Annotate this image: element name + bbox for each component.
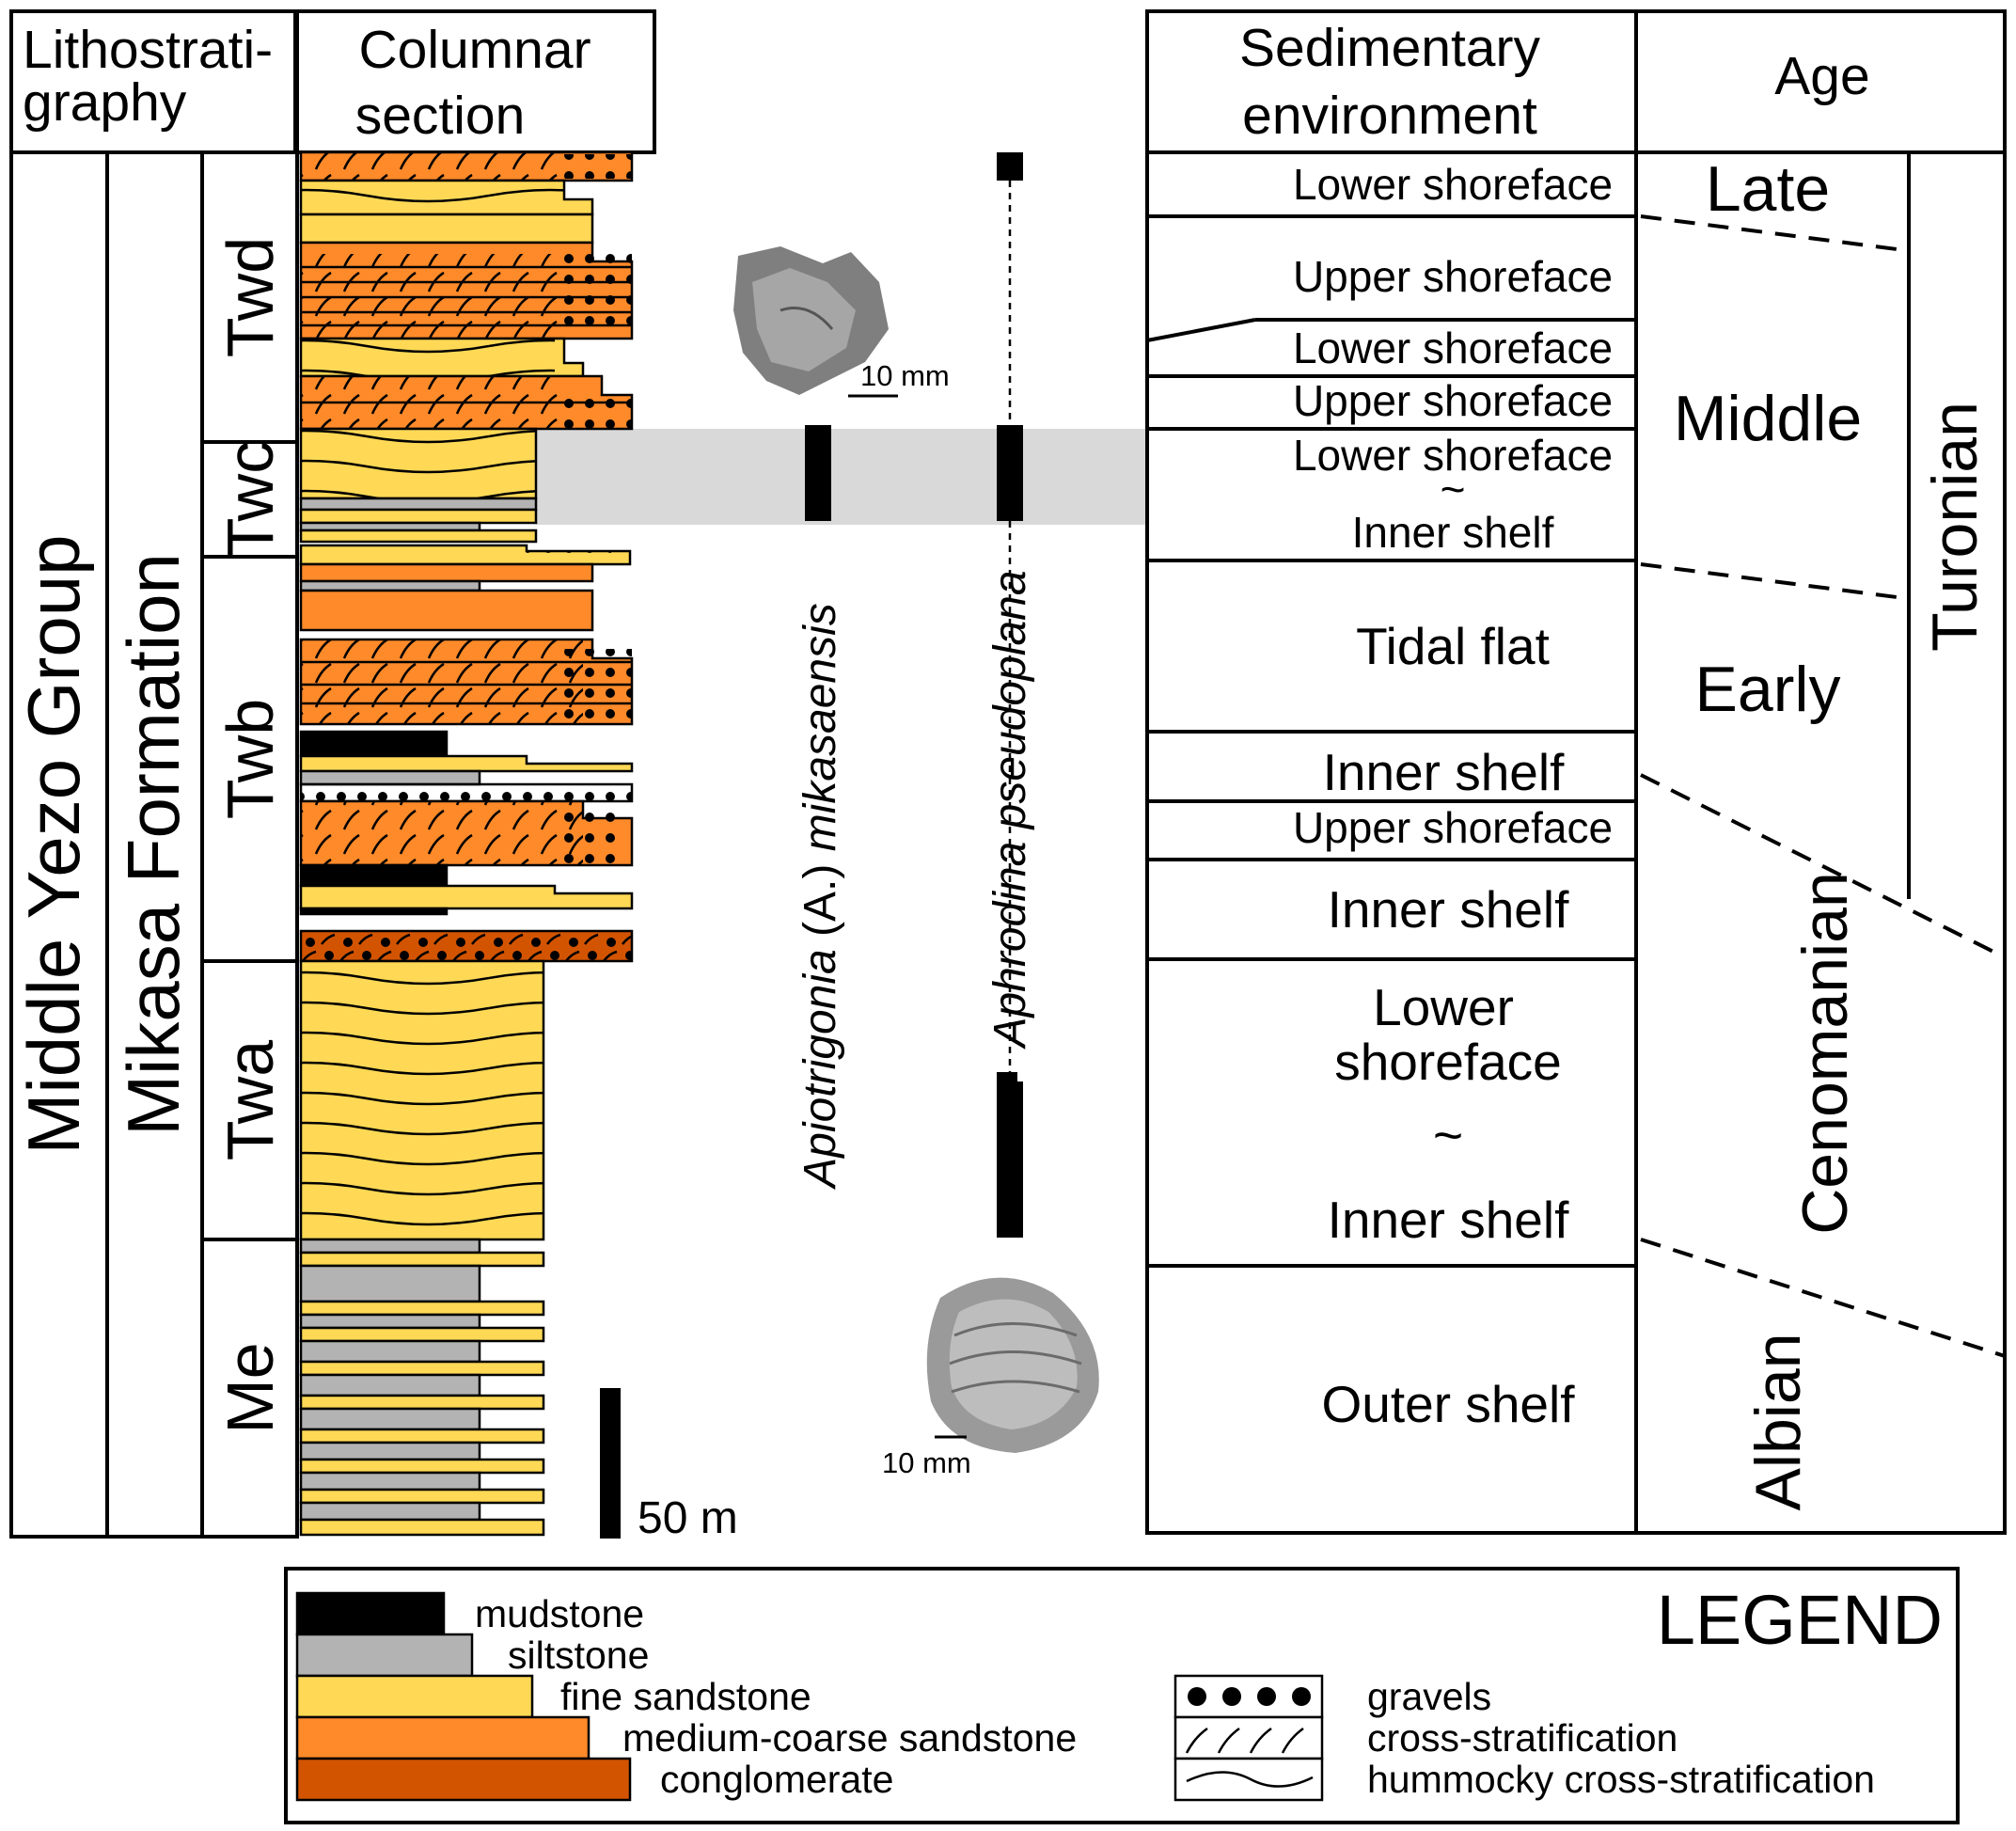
legend-mudstone: mudstone [475,1592,644,1635]
columnar-header-line1: Columnar [358,20,591,80]
environment-header-line1: Sedimentary [1239,18,1540,78]
env-label-15: Outer shelf [1321,1375,1575,1433]
substage-early: Early [1695,654,1841,725]
env-label-8: Inner shelf [1323,743,1566,801]
specimen-top-scale: 10 mm [860,359,950,392]
env-label-0: Lower shoreface [1293,160,1613,209]
species2-range-mid [997,425,1023,521]
environment-header-line2: environment [1242,86,1537,146]
specimen-photo-top [733,246,889,395]
legend-medium-coarse-sandstone: medium-coarse sandstone [622,1716,1077,1760]
legend-structure-swatches [1173,1674,1324,1802]
species1-label: Apiotrigonia (A.) mikasaensis [795,603,845,1191]
env-label-3: Upper shoreface [1293,376,1613,425]
specimen-photo-bottom [926,1277,1099,1453]
legend-title: LEGEND [1657,1581,1943,1659]
me-member-beds [299,1238,545,1537]
age-header: Age [1774,46,1869,106]
lithostratigraphy-header-line2: graphy [23,72,187,133]
legend-gravels: gravels [1367,1675,1491,1718]
env-label-11: Lower [1373,978,1514,1036]
env-label-14: Inner shelf [1328,1191,1570,1249]
legend-lithology-swatches [295,1591,632,1802]
env-label-9: Upper shoreface [1293,803,1613,852]
env-label-2: Lower shoreface [1293,324,1613,372]
age-column [1634,150,2007,1535]
env-label-12: shoreface [1334,1033,1562,1091]
member-label-twa: Twa [213,1040,287,1160]
formation-label: Mikasa Formation [112,553,195,1136]
env-label-10: Inner shelf [1328,880,1570,939]
specimen-bottom-scale: 10 mm [882,1446,971,1479]
group-label: Middle Yezo Group [12,534,95,1154]
legend-fine-sandstone: fine sandstone [560,1675,811,1718]
member-label-twb: Twb [213,699,287,819]
scale-label-50m: 50 m [638,1493,738,1543]
lithostratigraphy-header-line1: Lithostrati- [23,20,273,80]
species1-range-bar [805,425,831,521]
env-label-6: Inner shelf [1352,508,1554,557]
columnar-section [299,150,634,1537]
species2-label: Aphrodina pseudoplana [985,570,1035,1050]
substage-late: Late [1706,153,1830,225]
legend-conglomerate: conglomerate [660,1758,893,1801]
columnar-header-line2: section [355,86,526,146]
legend-box [284,1567,1960,1824]
env-label-7: Tidal flat [1356,617,1550,675]
member-label-twd: Twd [213,237,287,357]
legend-siltstone: siltstone [508,1634,649,1677]
member-column [200,150,299,1539]
stage-turonian: Turonian [1919,402,1991,652]
substage-middle: Middle [1674,383,1862,454]
env-label-5: ~ [1441,465,1466,513]
env-label-13: ~ [1433,1106,1463,1164]
species2-range-top [997,152,1023,181]
member-label-twc: Twc [213,441,287,558]
stage-cenomanian: Cenomanian [1789,872,1861,1235]
species2-range-bottom [997,1072,1023,1238]
env-label-1: Upper shoreface [1293,252,1613,301]
highlight-band [536,429,1147,525]
scale-bar-50m [600,1388,621,1539]
stage-albian: Albian [1742,1333,1814,1510]
legend-cross-stratification: cross-stratification [1367,1716,1677,1760]
member-label-me: Me [213,1342,287,1433]
env-label-4: Lower shoreface [1293,431,1613,480]
legend-hummocky-cross-stratification: hummocky cross-stratification [1367,1758,1875,1801]
